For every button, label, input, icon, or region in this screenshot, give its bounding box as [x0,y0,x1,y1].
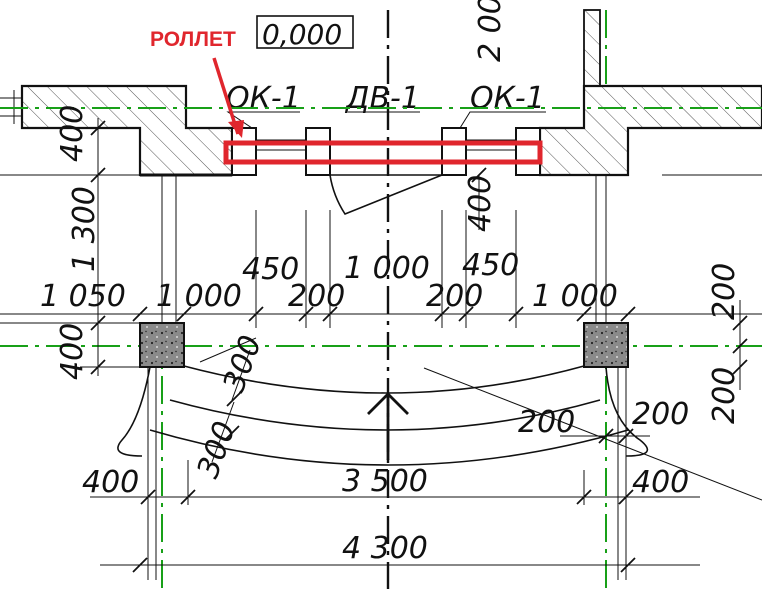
window-right [441,127,541,176]
dim-text-4300: 4 300 [342,531,428,566]
dim-tick [618,428,634,444]
level-mark-box [256,15,354,49]
dim-tick [598,428,614,444]
column-left [139,322,185,368]
wall-upper-right [583,9,601,87]
dim-text-200-left: 200 [288,279,345,314]
dim-text-450-left: 450 [242,252,299,287]
dim-text-400-door: 400 [463,175,498,232]
dim-text-200-right: 200 [426,279,483,314]
arrow-up-icon [367,392,409,460]
dim-tick [132,557,148,573]
dim-text-300-upper: 300 [217,331,269,397]
dim-line-diagonal [211,401,235,463]
dim-text-300-lower: 300 [191,417,243,483]
dim-tick [90,120,106,136]
window-left [231,127,331,176]
roller-shutter-outline [223,140,543,165]
dim-tick [132,306,148,322]
wall-right [538,84,762,177]
mark-door: ДВ-1 [344,81,420,116]
mark-window-left: ОК-1 [226,81,301,116]
dim-ext [199,337,257,363]
dim-line-diagonal [231,349,251,401]
dim-tick [90,167,106,183]
dim-tick [90,359,106,375]
dim-text-200-mid: 200 [518,405,575,440]
level-mark: 0,000 [262,18,342,51]
dim-tick [471,167,487,183]
roller-callout-label: РОЛЛЕТ [150,28,236,51]
dim-text-2000: 2 00 [473,0,508,62]
dim-tick [176,306,192,322]
dim-text-200-right-col: 200 [707,367,742,424]
dim-text-1000-right: 1 000 [532,279,618,314]
dim-tick [90,315,106,331]
mark-leader [226,111,300,129]
dim-tick [620,557,636,573]
dim-text-1000-center: 1 000 [344,251,430,286]
dim-tick [576,306,592,322]
dim-text-400-right-bottom: 400 [632,465,689,500]
dim-tick [620,306,636,322]
dim-tick [140,489,156,505]
dim-text-1050: 1 050 [40,279,126,314]
dim-text-200-top-right: 200 [707,263,742,320]
dim-text-3500: 3 500 [342,464,428,499]
callout-arrow-head [228,120,244,138]
door-opening [329,174,443,215]
dim-text-400-left-bottom: 400 [82,465,139,500]
column-right [583,322,629,368]
dim-text-1000-left: 1 000 [156,279,242,314]
dim-tick [732,359,748,375]
dim-tick [732,315,748,331]
dim-tick [224,425,240,441]
dim-text-400-top: 400 [55,105,90,162]
dim-tick [732,338,748,354]
dim-tick [226,391,242,407]
dim-tick [618,489,634,505]
mark-window-right: ОК-1 [470,81,545,116]
mark-leader [459,111,546,129]
diagonal-line [423,367,762,501]
wall-left [20,84,234,177]
dim-text-1300: 1 300 [67,186,102,272]
dim-text-400-left-col: 400 [55,323,90,380]
dim-text-200-mid-right: 200 [632,397,689,432]
dim-text-450-right: 450 [462,248,519,283]
